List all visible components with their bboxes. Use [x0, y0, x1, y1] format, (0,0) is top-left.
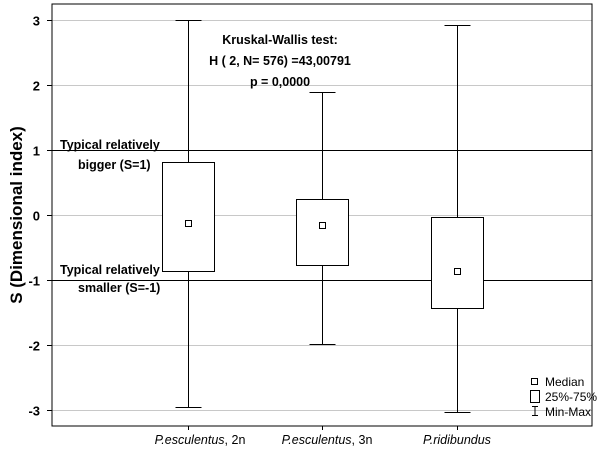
reference-label-bigger-line2: bigger (S=1)	[78, 158, 151, 172]
y-tick-label-0: 3	[33, 14, 40, 29]
iqr-box-3	[431, 217, 484, 309]
box-group-1	[162, 20, 215, 408]
y-tick-label-4: -1	[28, 274, 40, 289]
x-axis-ticks	[188, 426, 458, 430]
reference-label-bigger: Typical relatively bigger (S=1)	[60, 138, 160, 172]
legend-label-minmax: Min-Max	[545, 405, 591, 419]
box-group-2	[296, 92, 349, 345]
y-tick-label-3: 0	[33, 209, 40, 224]
median-marker-2	[319, 222, 326, 229]
legend-label-median: Median	[545, 375, 584, 389]
test-annotation-line2: H ( 2, N= 576) =43,00791	[209, 54, 351, 68]
reference-label-smaller: Typical relatively smaller (S=-1)	[60, 263, 160, 295]
median-marker-1	[185, 220, 192, 227]
whisker-icon	[532, 406, 538, 416]
box-group-3	[431, 25, 484, 413]
y-axis-label: S (Dimensional index)	[7, 126, 26, 304]
reference-label-smaller-line1: Typical relatively	[60, 263, 160, 277]
test-annotation-line1: Kruskal-Wallis test:	[222, 33, 338, 47]
legend-label-box: 25%-75%	[545, 390, 597, 404]
x-category-label-3: P.ridibundus	[423, 433, 491, 447]
median-marker-3	[454, 268, 461, 275]
legend: Median 25%-75% Min-Max	[530, 375, 597, 419]
box-icon	[530, 390, 540, 403]
median-square-icon	[531, 378, 538, 385]
y-tick-label-5: -2	[28, 339, 40, 354]
iqr-box-2	[296, 199, 349, 266]
y-axis-ticks: 3 2 1 0 -1 -2 -3	[28, 14, 52, 419]
x-category-labels: P.esculentus, 2n P.esculentus, 3n P.ridi…	[155, 433, 491, 447]
reference-label-smaller-line2: smaller (S=-1)	[78, 281, 160, 295]
y-tick-label-1: 2	[33, 79, 40, 94]
kruskal-wallis-annotation: Kruskal-Wallis test: H ( 2, N= 576) =43,…	[209, 33, 351, 89]
x-category-label-2: P.esculentus, 3n	[282, 433, 373, 447]
y-tick-label-6: -3	[28, 404, 40, 419]
test-annotation-line3: p = 0,0000	[250, 75, 310, 89]
iqr-box-1	[162, 162, 215, 272]
x-category-label-1: P.esculentus, 2n	[155, 433, 246, 447]
y-tick-label-2: 1	[33, 144, 40, 159]
reference-label-bigger-line1: Typical relatively	[60, 138, 160, 152]
box-series	[162, 20, 484, 413]
